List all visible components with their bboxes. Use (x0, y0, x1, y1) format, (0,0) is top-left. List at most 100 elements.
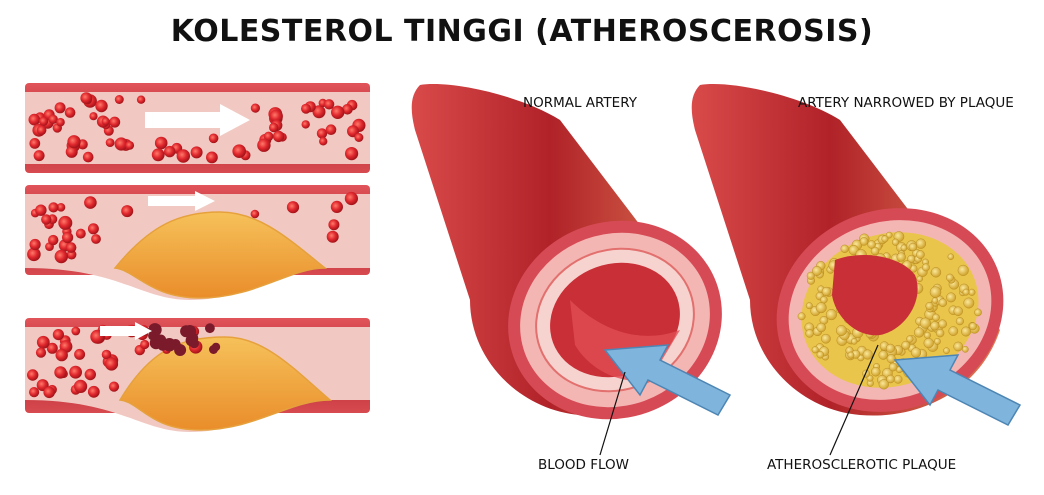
blood-cell (82, 151, 94, 163)
blood-cell (35, 347, 47, 358)
plaque-cell (938, 319, 947, 329)
blood-cell (48, 114, 58, 125)
plaque-cell (797, 312, 806, 321)
plaque-cell (953, 306, 963, 316)
blood-cell (75, 228, 86, 239)
plaque-cell (908, 242, 918, 252)
blood-cell (36, 125, 47, 135)
blood-cell (108, 381, 120, 392)
plaque-cell (931, 297, 939, 304)
blood-cell (325, 124, 337, 135)
blood-cell (125, 141, 135, 150)
vessel-plaque-section (25, 185, 370, 300)
blood-flow-arrow-icon (893, 354, 1022, 426)
plaque-cell (825, 309, 837, 321)
plaque-cell (921, 263, 930, 272)
blood-cell (319, 137, 328, 146)
plaque-cell (885, 231, 893, 239)
blood-cell (48, 234, 59, 246)
flow-arrow-icon (145, 104, 250, 136)
vessel-healthy-section (25, 83, 370, 173)
plaque-cell (850, 338, 858, 345)
blood-cell (164, 145, 176, 158)
plaque-cell (933, 337, 941, 345)
plaque-cell (835, 325, 847, 337)
blood-cell (269, 122, 279, 133)
blood-cell (183, 325, 197, 338)
plaque-cell (847, 351, 855, 359)
plaque-cell (963, 297, 975, 309)
plaque-cell (896, 252, 906, 262)
plaque-cell (955, 317, 964, 326)
plaque-cell (816, 322, 826, 333)
blood-cell (87, 385, 100, 398)
plaque-cell (910, 347, 922, 358)
blood-cell (323, 99, 335, 110)
blood-cell (205, 323, 215, 334)
blood-cell (174, 344, 187, 356)
blood-cell (316, 128, 328, 139)
blood-cell (54, 249, 68, 264)
label-blood-flow: BLOOD FLOW (538, 457, 630, 473)
blood-cell (345, 147, 359, 161)
blood-cell (48, 202, 59, 213)
plaque-cell (816, 350, 825, 359)
plaque-cell (859, 237, 869, 246)
plaque-cell (805, 329, 814, 338)
blood-cell (65, 145, 78, 158)
blood-cell (250, 209, 260, 219)
blood-cell (64, 107, 76, 118)
plaque-cell (946, 292, 957, 303)
blood-cell (29, 238, 41, 251)
blood-cell (36, 335, 50, 349)
plaque-cell (805, 302, 813, 310)
blood-cell (232, 144, 246, 158)
plaque-cell (930, 321, 940, 331)
blood-cell (154, 136, 168, 150)
plaque-cell (935, 328, 945, 338)
blood-cell (58, 215, 73, 230)
plaque-cell (915, 238, 927, 249)
plaque-cell (821, 333, 831, 344)
blood-cell (211, 342, 221, 352)
blood-cell (69, 365, 82, 379)
blood-cell (330, 200, 343, 213)
blood-cell (114, 137, 128, 151)
plaque-cell (900, 244, 908, 252)
plaque-cell (913, 327, 925, 338)
blood-cell (55, 348, 68, 362)
blood-cell (301, 103, 311, 114)
blood-cell (74, 348, 86, 360)
blood-cell (140, 339, 150, 350)
blood-cell (342, 104, 353, 115)
blood-cell (89, 112, 98, 121)
blood-cell (331, 105, 345, 120)
blood-cell (80, 92, 93, 104)
plaque-cell (888, 362, 898, 372)
blood-cell (28, 387, 40, 398)
blood-cell (121, 205, 134, 218)
blood-cell (56, 203, 66, 212)
blood-cell (101, 117, 110, 126)
flow-arrow-icon (148, 191, 215, 211)
plaque-cell (943, 347, 950, 355)
blood-cell (95, 99, 108, 113)
blood-cell (328, 219, 340, 231)
plaque-cell (806, 271, 815, 280)
plaque-cell (901, 340, 911, 350)
blood-cell (286, 201, 300, 214)
plaque-cell (906, 335, 914, 343)
plaque-cell (862, 349, 873, 360)
blood-cell (301, 120, 310, 129)
blood-cell (104, 357, 119, 371)
blood-cell (206, 151, 218, 164)
blood-cell (27, 247, 41, 262)
blood-cell (87, 223, 99, 235)
blood-cell (54, 102, 66, 114)
blood-cell (354, 133, 364, 142)
blood-cell (46, 342, 58, 354)
plaque-cell (886, 374, 895, 384)
narrowed-artery-illustration (691, 84, 1022, 456)
blood-cell (250, 103, 260, 113)
blood-cell (263, 131, 274, 142)
